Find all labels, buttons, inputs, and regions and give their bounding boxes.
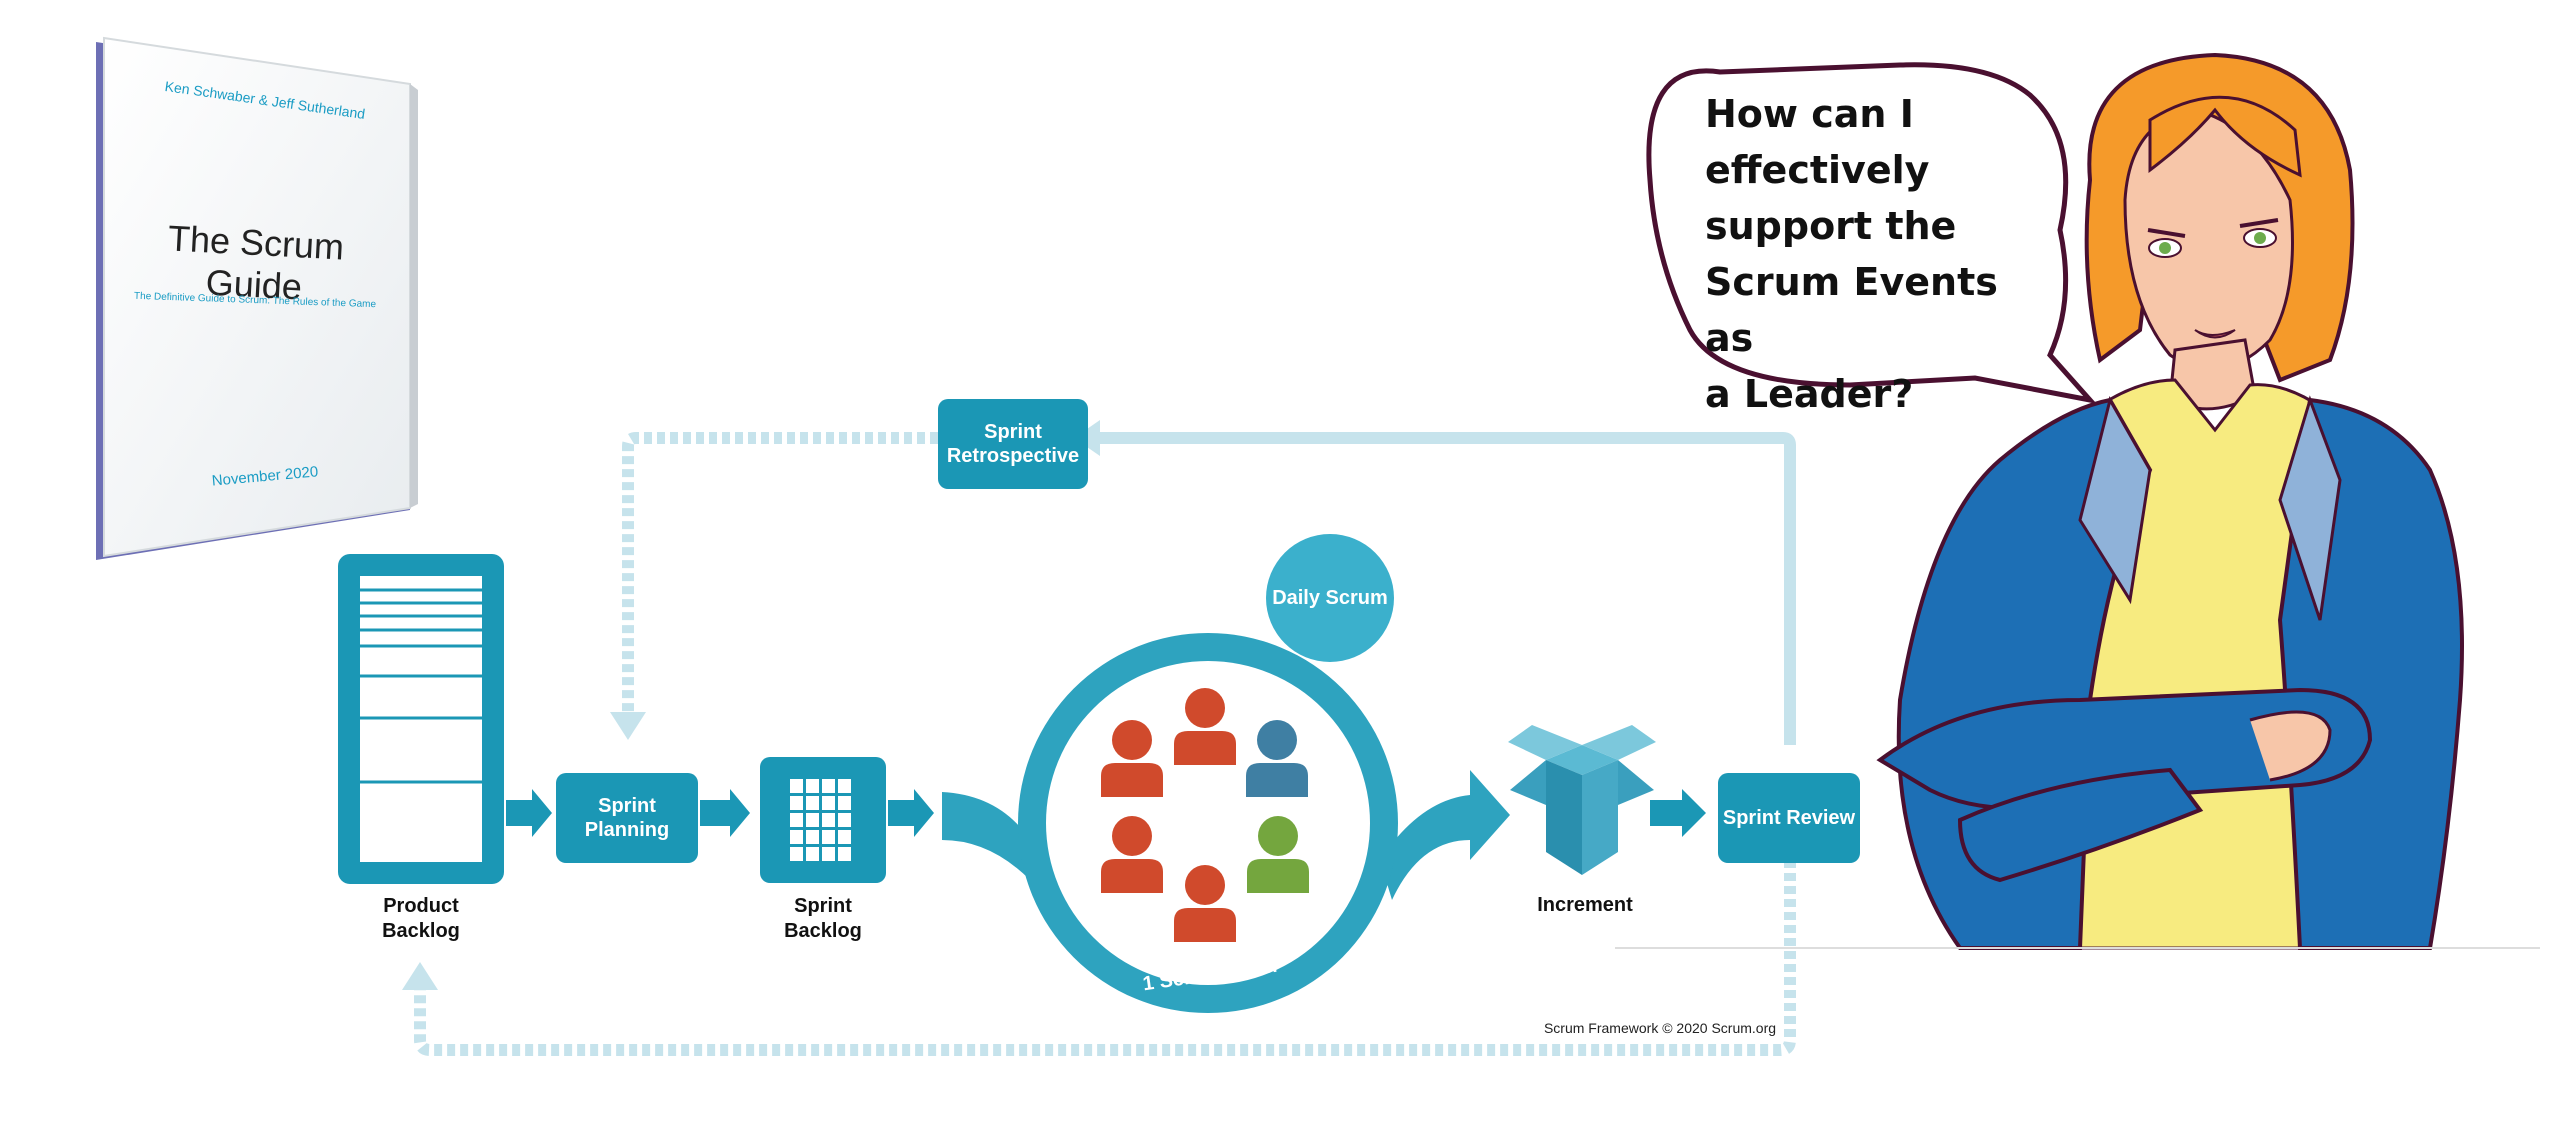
increment-label: Increment	[1537, 894, 1633, 916]
businesswoman-illustration	[1615, 52, 2540, 950]
speech-line: Scrum Events as	[1705, 260, 1998, 360]
sprint-planning-box	[556, 773, 698, 863]
product-backlog-icon	[338, 554, 504, 884]
speech-bubble-text: How can I effectively support the Scrum …	[1705, 86, 2045, 422]
sprint-retrospective-label: Sprint Retrospective	[946, 421, 1080, 467]
speech-line: support the	[1705, 204, 1957, 248]
scrum-team-people	[1101, 688, 1309, 942]
person-icon	[1246, 720, 1308, 797]
sprint-review-label: Sprint Review	[1722, 807, 1856, 829]
speech-line: effectively	[1705, 148, 1930, 192]
copyright-text: Scrum Framework © 2020 Scrum.org	[1543, 1020, 1777, 1036]
person-icon	[1101, 816, 1163, 893]
retrospective-loop	[610, 420, 1796, 745]
sprint-backlog-icon	[760, 757, 886, 883]
person-icon	[1101, 720, 1163, 797]
product-backlog-label: Product Backlog	[382, 895, 460, 942]
person-icon	[1247, 816, 1309, 893]
sprint-planning-label: Sprint Planning	[584, 795, 670, 841]
increment-icon	[1508, 725, 1656, 875]
scrum-guide-book	[96, 36, 418, 560]
sprint-review-box	[1718, 773, 1860, 863]
person-icon	[1174, 865, 1236, 942]
flow-arrows	[506, 789, 1706, 837]
sprint-backlog-label: Sprint Backlog	[784, 895, 862, 942]
daily-scrum-label: Daily Scrum	[1272, 587, 1388, 609]
sprint-retrospective-box	[938, 399, 1088, 489]
speech-line: How can I	[1705, 92, 1914, 136]
person-icon	[1174, 688, 1236, 765]
speech-bubble	[1646, 62, 2097, 404]
speech-line: a Leader?	[1705, 372, 1914, 416]
review-feedback-loop	[402, 860, 1796, 1056]
